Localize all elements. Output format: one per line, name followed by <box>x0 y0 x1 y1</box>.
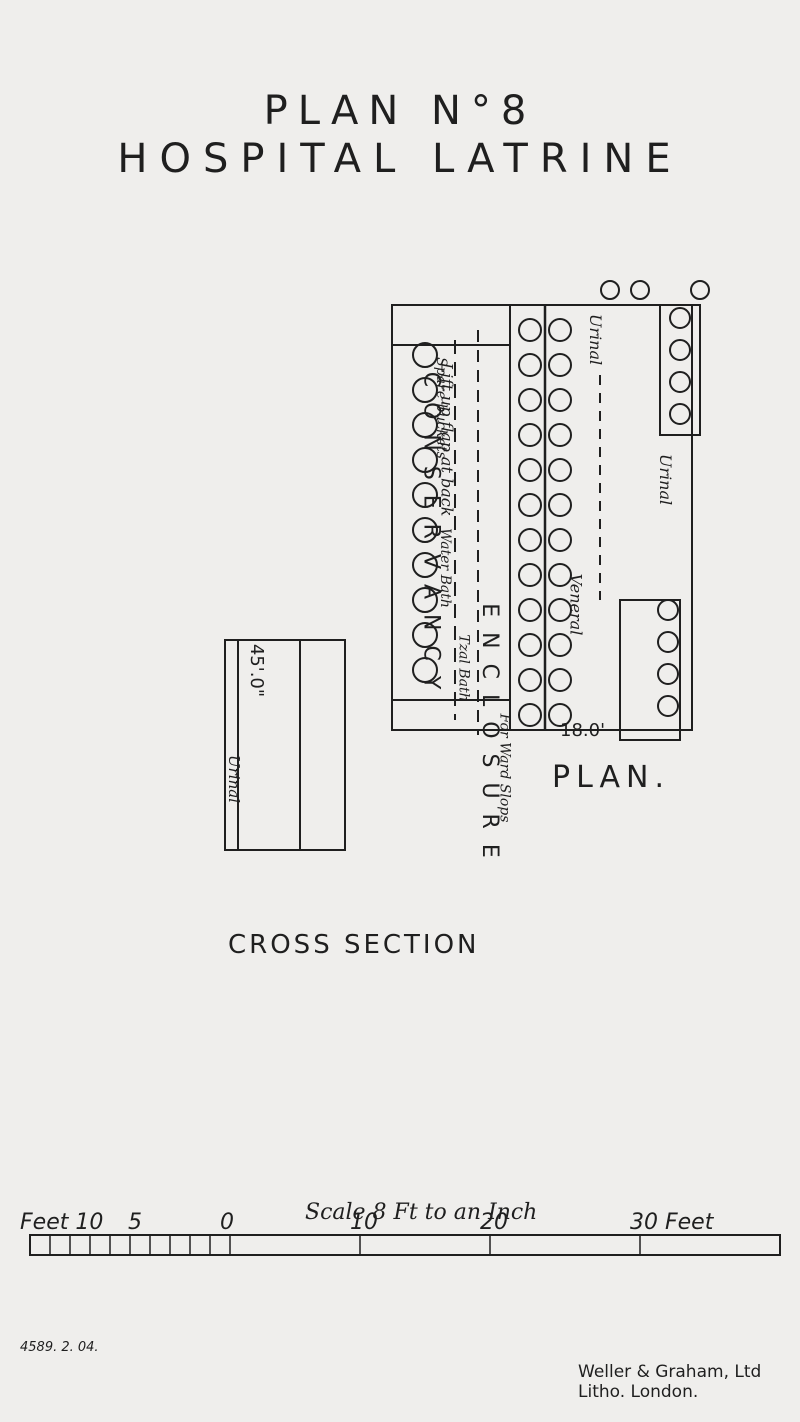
seat-circles <box>412 280 710 727</box>
scale-bar <box>29 1234 781 1256</box>
plan-outline <box>391 304 693 731</box>
plan-tzal-bath: Tzal Bath <box>455 634 472 702</box>
cross-section-label: CROSS SECTION <box>228 930 480 960</box>
title-line-1: PLAN N°8 <box>263 88 537 134</box>
scale-caption: Scale 8 Ft to an Inch <box>305 1200 538 1225</box>
plan-urinal-top: Urinal <box>586 313 606 366</box>
scale-tick-feet10: Feet 10 <box>20 1210 104 1235</box>
scale-tick-10: 10 <box>350 1210 378 1235</box>
footer-ref: 4589. 2. 04. <box>20 1340 99 1355</box>
plan-urinal-right: Urinal <box>656 453 676 506</box>
plan-venereal: Veneral <box>566 573 586 636</box>
plan-length-dim: 18.0' <box>560 720 606 741</box>
scale-tick-0: 0 <box>220 1210 234 1235</box>
plan-spare-buckets: Spare buckets <box>432 357 449 459</box>
scale-tick-20: 20 <box>480 1210 508 1235</box>
plan-for-ward-slops: For Ward Slops <box>496 713 513 823</box>
plan-water-bath: Water Bath <box>436 528 453 608</box>
plan-side-dim: 45'.0" <box>246 643 268 698</box>
scale-tick-30feet: 30 Feet <box>630 1210 714 1235</box>
plan-label: PLAN. <box>552 760 670 795</box>
title-line-2: HOSPITAL LATRINE <box>117 136 683 182</box>
scale-tick-5: 5 <box>128 1210 142 1235</box>
cross-section-outline <box>224 639 346 851</box>
cross-section-urinal: Urinal <box>225 754 244 804</box>
footer-printer: Weller & Graham, Ltd Litho. London. <box>578 1362 762 1402</box>
